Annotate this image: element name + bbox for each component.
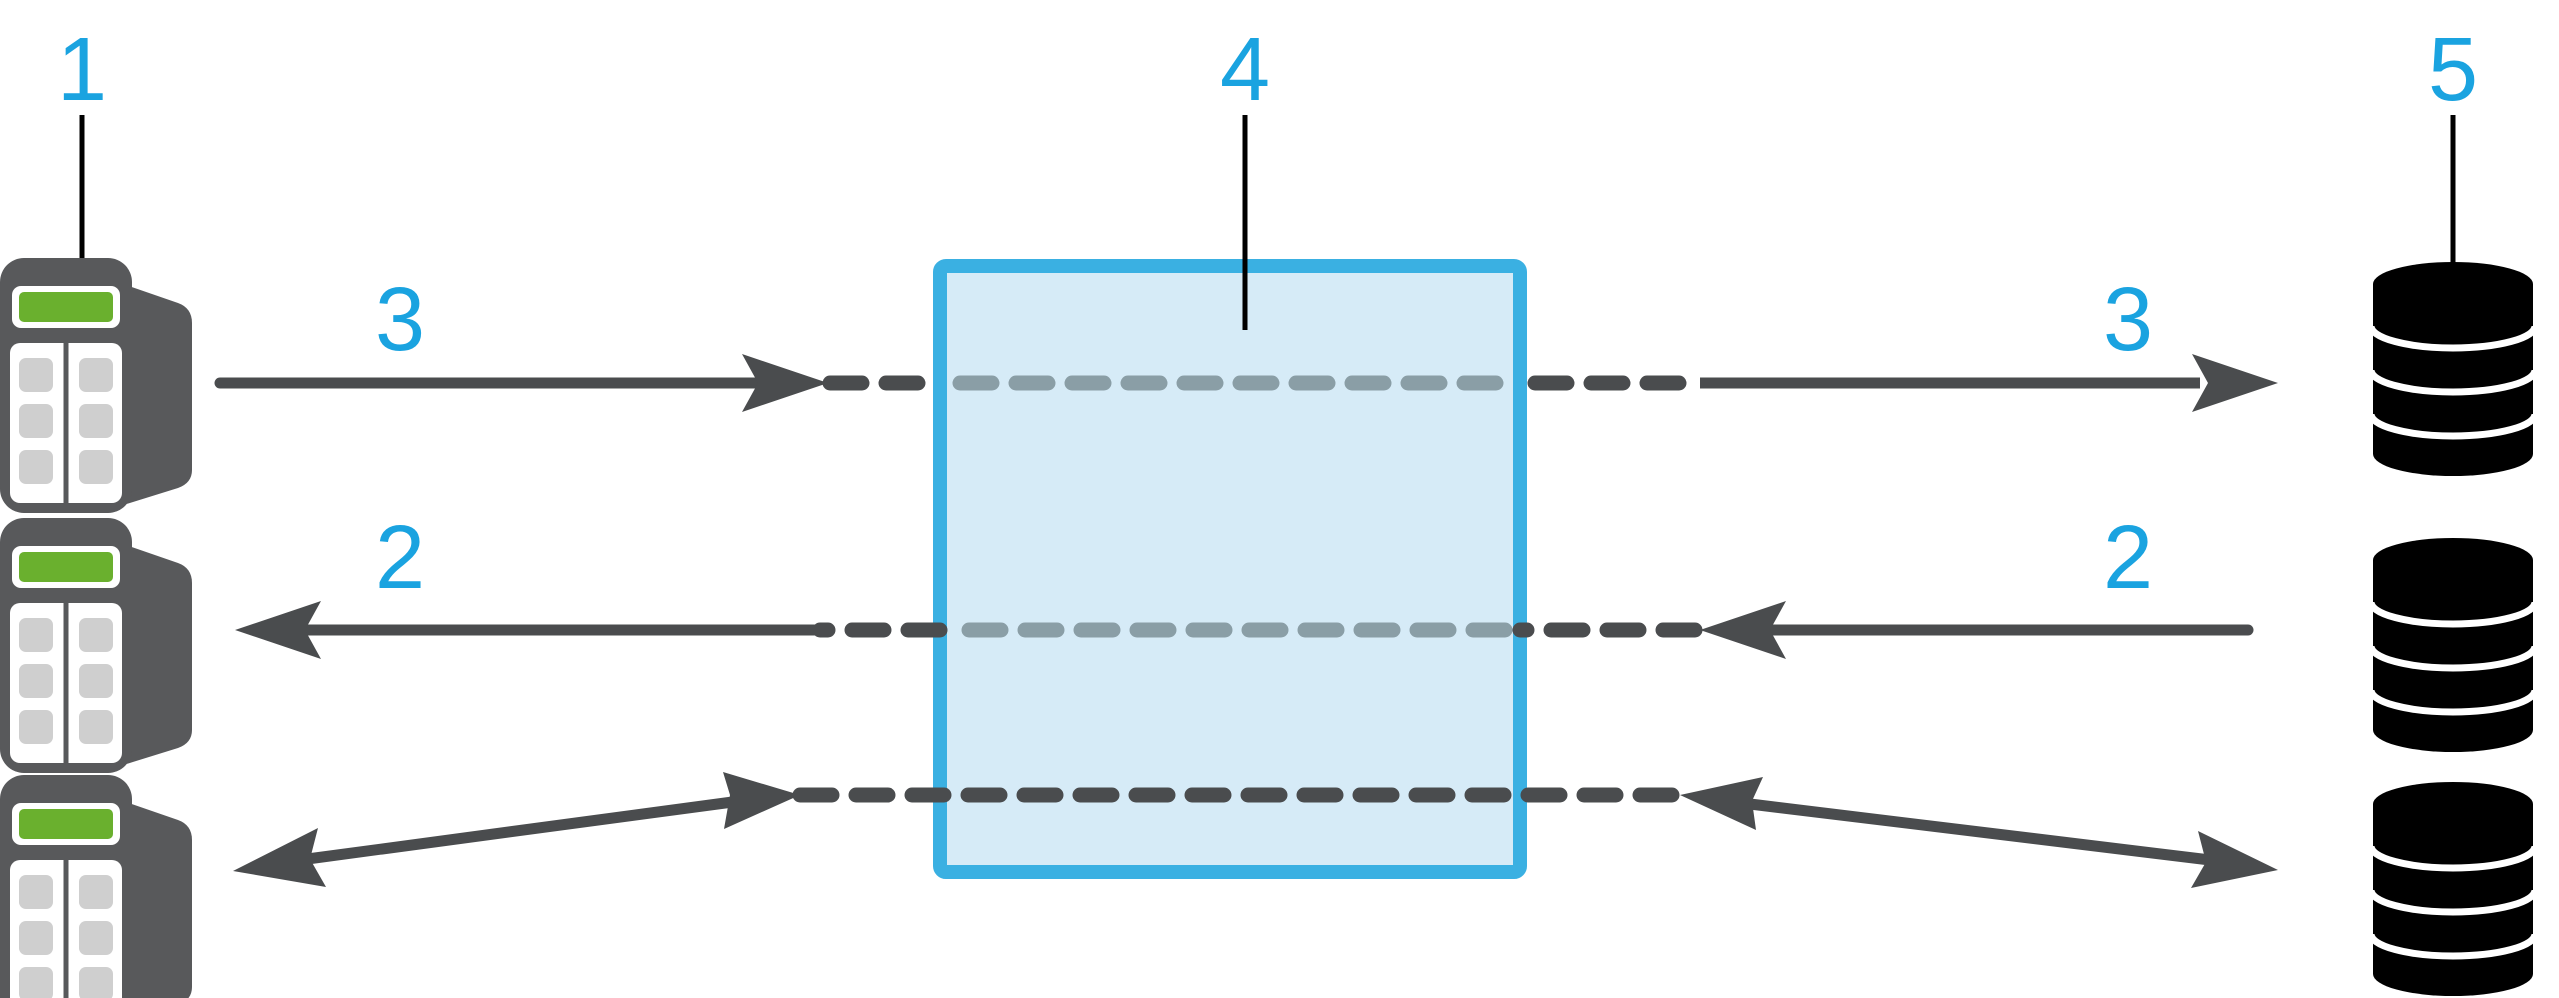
server-database-2 [2371, 538, 2535, 752]
server-database-3 [2371, 782, 2535, 996]
callout-flow-bottom-right: 2 [2103, 508, 2153, 608]
client-device-2 [0, 518, 192, 773]
callout-server: 5 [2428, 20, 2478, 120]
flow-bidirectional [233, 772, 2278, 888]
callout-flow-bottom-left: 2 [375, 508, 425, 608]
callout-device: 1 [57, 20, 107, 120]
client-device-3 [0, 775, 192, 998]
flow-response [235, 601, 2254, 659]
flow-request [214, 354, 2278, 412]
gateway-box [933, 259, 1527, 879]
callout-flow-top-right: 3 [2103, 270, 2153, 370]
server-database-1 [2371, 262, 2535, 476]
callout-flow-top-left: 3 [375, 270, 425, 370]
callout-gateway: 4 [1220, 20, 1270, 120]
client-device-1 [0, 258, 192, 513]
